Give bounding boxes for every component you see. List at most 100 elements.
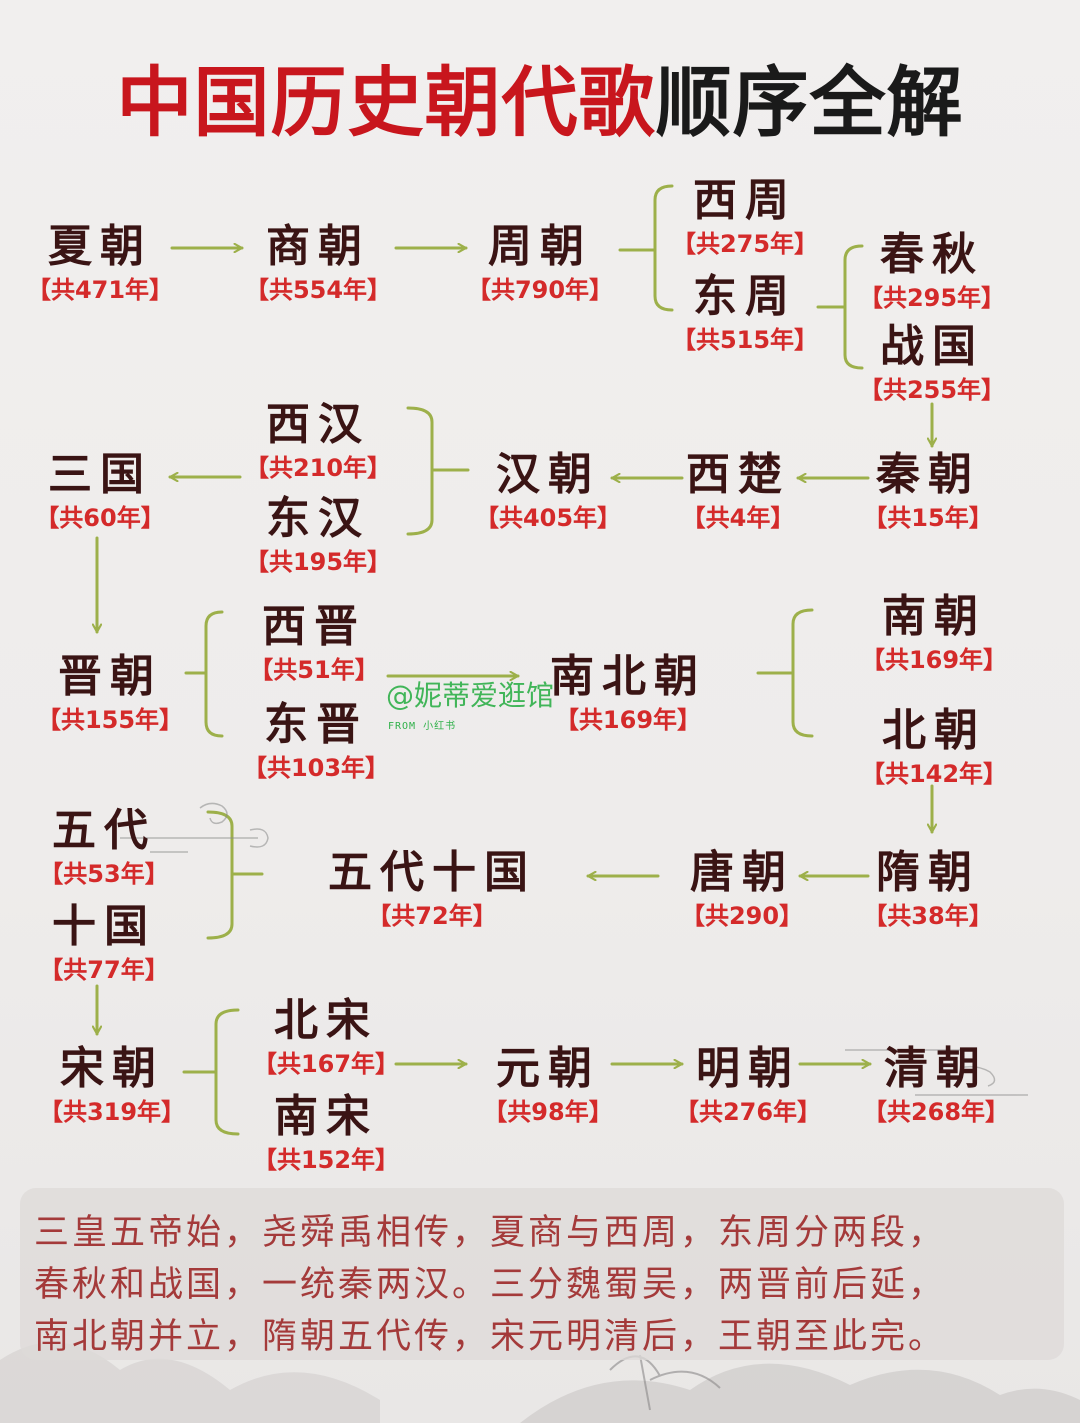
node-years: 【共319年】 xyxy=(38,1098,186,1126)
node-nanbeichao: 南北朝【共169年】 xyxy=(550,652,706,735)
node-years: 【共471年】 xyxy=(26,276,174,304)
page-title: 中国历史朝代歌顺序全解 xyxy=(0,58,1080,148)
node-years: 【共295年】 xyxy=(858,284,1006,312)
node-years: 【共155年】 xyxy=(36,706,184,734)
node-name: 唐朝 xyxy=(689,847,794,898)
node-zhanguo: 战国【共255年】 xyxy=(859,322,1005,405)
node-xizhou: 西周【共275年】 xyxy=(672,176,818,259)
node-xia: 夏朝【共471年】 xyxy=(27,222,173,305)
node-dongjin: 东晋【共103年】 xyxy=(243,700,389,783)
poem-line-3: 南北朝并立，隋朝五代传，宋元明清后，王朝至此完。 xyxy=(34,1317,947,1357)
node-years: 【共51年】 xyxy=(249,656,379,684)
node-name: 商朝 xyxy=(265,221,370,272)
node-years: 【共98年】 xyxy=(483,1098,613,1126)
node-name: 战国 xyxy=(879,321,984,372)
node-name: 东汉 xyxy=(265,493,370,544)
title-black-part: 顺序全解 xyxy=(655,58,964,147)
node-name: 十国 xyxy=(52,901,156,952)
node-years: 【共275年】 xyxy=(671,230,819,258)
node-jin: 晋朝【共155年】 xyxy=(37,652,183,735)
node-name: 西汉 xyxy=(265,399,370,450)
node-years: 【共142年】 xyxy=(860,760,1008,788)
watermark: @妮蒂爱逛馆 xyxy=(386,679,555,712)
node-name: 五代十国 xyxy=(328,847,536,898)
node-name: 隋朝 xyxy=(876,847,980,898)
node-years: 【共290】 xyxy=(680,902,804,930)
node-xijin: 西晋【共51年】 xyxy=(249,602,378,685)
poem-line-1: 三皇五帝始，尧舜禹相传，夏商与西周，东周分两段， xyxy=(34,1213,947,1253)
node-nanchao: 南朝【共169年】 xyxy=(861,592,1007,675)
node-name: 周朝 xyxy=(487,221,592,272)
node-years: 【共103年】 xyxy=(242,754,390,782)
bracket-zhou xyxy=(653,184,674,312)
node-tang: 唐朝【共290】 xyxy=(681,848,803,931)
cloud-swirl-decoration xyxy=(120,802,1028,1096)
node-years: 【共53年】 xyxy=(39,860,169,888)
node-years: 【共210年】 xyxy=(244,454,392,482)
node-qing: 清朝【共268年】 xyxy=(863,1044,1009,1127)
node-shiguo: 十国【共77年】 xyxy=(39,902,168,985)
node-years: 【共405年】 xyxy=(474,504,622,532)
node-name: 秦朝 xyxy=(876,449,980,500)
bracket-jin xyxy=(204,610,224,738)
node-shang: 商朝【共554年】 xyxy=(245,222,391,305)
node-name: 三国 xyxy=(48,449,152,500)
node-beichao: 北朝【共142年】 xyxy=(861,706,1007,789)
bracket-nanbeichao xyxy=(791,608,814,738)
node-years: 【共152年】 xyxy=(252,1146,400,1174)
node-name: 春秋 xyxy=(879,229,984,280)
node-name: 南宋 xyxy=(273,1091,378,1142)
node-years: 【共60年】 xyxy=(35,504,165,532)
node-xichu: 西楚【共4年】 xyxy=(682,450,795,533)
node-years: 【共4年】 xyxy=(681,504,795,532)
node-name: 北朝 xyxy=(881,705,986,756)
node-sanguo: 三国【共60年】 xyxy=(35,450,164,533)
node-chunqiu: 春秋【共295年】 xyxy=(859,230,1005,313)
node-years: 【共169年】 xyxy=(554,706,702,734)
node-name: 明朝 xyxy=(695,1043,800,1094)
watermark-sub: FROM 小红书 xyxy=(388,721,457,732)
node-years: 【共790年】 xyxy=(466,276,614,304)
connector-lines xyxy=(0,184,1028,1136)
node-years: 【共167年】 xyxy=(252,1050,400,1078)
node-name: 南北朝 xyxy=(550,651,706,702)
node-zhou: 周朝【共790年】 xyxy=(467,222,613,305)
node-years: 【共255年】 xyxy=(858,376,1006,404)
node-name: 汉朝 xyxy=(495,449,600,500)
node-name: 南朝 xyxy=(881,591,986,642)
node-years: 【共195年】 xyxy=(244,548,392,576)
node-years: 【共169年】 xyxy=(860,646,1008,674)
node-wudai: 五代【共53年】 xyxy=(39,806,168,889)
node-years: 【共15年】 xyxy=(863,504,993,532)
node-han: 汉朝【共405年】 xyxy=(475,450,621,533)
node-qin: 秦朝【共15年】 xyxy=(863,450,992,533)
node-wudaishiguo: 五代十国【共72年】 xyxy=(328,848,536,931)
node-name: 夏朝 xyxy=(47,221,152,272)
node-name: 元朝 xyxy=(496,1043,600,1094)
poem-line-2: 春秋和战国，一统秦两汉。三分魏蜀吴，两晋前后延， xyxy=(34,1265,947,1305)
title-red-part: 中国历史朝代歌 xyxy=(116,58,656,147)
node-beisong: 北宋【共167年】 xyxy=(253,996,399,1079)
node-name: 北宋 xyxy=(273,995,378,1046)
node-sui: 隋朝【共38年】 xyxy=(863,848,992,931)
node-name: 西周 xyxy=(692,175,797,226)
node-song: 宋朝【共319年】 xyxy=(39,1044,185,1127)
node-ming: 明朝【共276年】 xyxy=(675,1044,821,1127)
node-xihan: 西汉【共210年】 xyxy=(245,400,391,483)
node-dongzhou: 东周【共515年】 xyxy=(672,272,818,355)
ink-mountain-decoration xyxy=(0,1342,1080,1423)
node-name: 宋朝 xyxy=(59,1043,164,1094)
bracket-song xyxy=(214,1008,240,1136)
bracket-han xyxy=(406,406,434,536)
node-name: 东晋 xyxy=(263,699,368,750)
node-name: 五代 xyxy=(52,805,156,856)
bracket-wudaishiguo xyxy=(206,810,234,940)
node-years: 【共276年】 xyxy=(674,1098,822,1126)
node-nansong: 南宋【共152年】 xyxy=(253,1092,399,1175)
node-years: 【共268年】 xyxy=(862,1098,1010,1126)
node-years: 【共38年】 xyxy=(863,902,993,930)
poem-box: 三皇五帝始，尧舜禹相传，夏商与西周，东周分两段， 春秋和战国，一统秦两汉。三分魏… xyxy=(20,1188,1064,1360)
node-name: 东周 xyxy=(692,271,797,322)
node-name: 晋朝 xyxy=(57,651,162,702)
node-years: 【共77年】 xyxy=(39,956,169,984)
